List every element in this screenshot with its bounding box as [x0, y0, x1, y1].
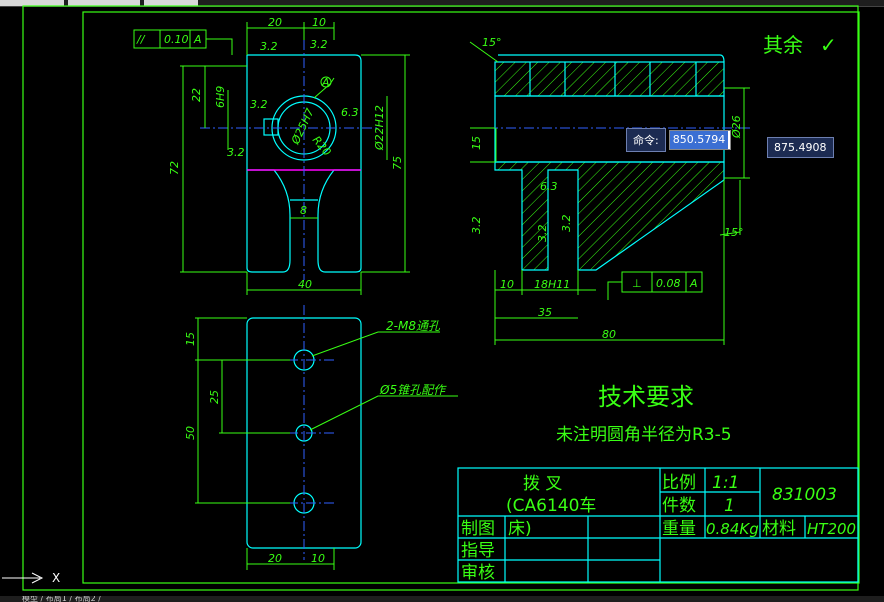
command-value: 850.5794 — [669, 131, 729, 149]
weight-value: 0.84Kg — [706, 520, 759, 538]
tech-req-title: 技术要求 — [598, 383, 694, 411]
dim-20: 20 — [268, 16, 282, 29]
note-taper-hole: Ø5锥孔配作 — [379, 383, 447, 397]
top-view-dim-text: 20 10 72 22 6H9 Ø25H7 R20 Ø22H12 75 8 40… — [136, 16, 404, 291]
dim-22h12: Ø22H12 — [373, 105, 386, 151]
top-view-centerlines — [200, 40, 380, 280]
bottom-view-dims — [195, 317, 458, 570]
surface-note: 其余 ✓ — [763, 33, 837, 57]
weight-label: 重量 — [662, 519, 696, 539]
roughness-s1: 3.2 — [470, 217, 483, 235]
section-dims — [469, 41, 750, 345]
dim-section-15: 15 — [470, 136, 483, 150]
dim-25: 25 — [208, 390, 221, 404]
bottom-view-dim-text: 15 25 50 20 10 2-M8通孔 Ø5锥孔配作 — [184, 319, 447, 565]
roughness-s3: 6.3 — [540, 180, 558, 193]
dim-angle-top: 15° — [482, 36, 502, 49]
command-prompt[interactable]: 命令: 850.5794 — [626, 128, 731, 152]
dim-75: 75 — [391, 156, 404, 170]
section-dim-text: 15° Ø26 15 3.2 3.2 6.3 3.2 15° 10 18H11 … — [470, 36, 744, 341]
bottom-view-centerlines — [270, 305, 335, 560]
material-label: 材料 — [762, 519, 796, 539]
roughness-s4: 3.2 — [560, 215, 573, 233]
qty-label: 件数 — [662, 496, 696, 516]
part-sub-2: 床) — [508, 519, 532, 539]
title-block — [457, 467, 859, 583]
drawn-label: 制图 — [461, 519, 495, 539]
coordinate-tooltip: 875.4908 — [767, 137, 834, 158]
qty-value: 1 — [724, 496, 735, 516]
scale-label: 比例 — [662, 473, 696, 493]
dim-10: 10 — [312, 16, 326, 29]
checked-label: 审核 — [461, 563, 495, 583]
dim-s-10: 10 — [500, 278, 514, 291]
dim-72: 72 — [168, 161, 181, 175]
parallel-value: 0.10 — [164, 33, 189, 46]
ucs-icon — [2, 572, 44, 584]
dim-r20: R20 — [310, 134, 334, 159]
dim-6h9: 6H9 — [214, 86, 227, 108]
dim-8: 8 — [300, 204, 307, 217]
part-sub: (CA6140车 — [506, 496, 596, 516]
perp-symbol: ⊥ — [632, 277, 642, 290]
roughness-4: 3.2 — [227, 146, 245, 159]
roughness-check-icon: ✓ — [820, 33, 837, 57]
roughness-3: 3.2 — [250, 98, 268, 111]
command-label: 命令: — [626, 128, 666, 152]
guide-label: 指导 — [461, 541, 495, 561]
title-block-text: 拨 叉 (CA6140车 床) 制图 指导 审核 比例 1:1 件数 1 重量 … — [461, 473, 856, 583]
roughness-s2: 3.2 — [536, 225, 549, 243]
toolbar-tab-2[interactable] — [68, 0, 140, 6]
dim-40: 40 — [298, 278, 312, 291]
roughness-5: 6.3 — [341, 106, 359, 119]
parallel-symbol: // — [136, 33, 146, 46]
dim-35: 35 — [538, 306, 552, 319]
dim-22: 22 — [190, 88, 203, 102]
toolbar-tab-1[interactable] — [0, 0, 64, 6]
section-view — [494, 54, 725, 271]
dim-bottom-20: 20 — [268, 552, 282, 565]
material-value: HT200 — [807, 520, 856, 538]
dim-angle-bottom: 15° — [724, 226, 744, 239]
drawing-frame — [22, 5, 860, 591]
perp-value: 0.08 — [656, 277, 681, 290]
tech-requirements: 技术要求 未注明圆角半径为R3-5 — [556, 383, 732, 445]
toolbar-tab-3[interactable] — [144, 0, 198, 6]
layout-tabs[interactable]: 模型 / 布局1 / 布局2 / — [0, 596, 884, 602]
part-name: 拨 叉 — [523, 474, 562, 494]
dim-15: 15 — [184, 332, 197, 346]
dim-80: 80 — [602, 328, 616, 341]
scale-value: 1:1 — [712, 473, 739, 493]
dim-50: 50 — [184, 426, 197, 440]
dim-26: Ø26 — [730, 115, 743, 139]
drawing-number: 831003 — [772, 485, 837, 505]
tech-req-line: 未注明圆角半径为R3-5 — [556, 425, 732, 445]
datum-a-label: A — [321, 76, 330, 89]
ucs-x-label: X — [52, 571, 60, 585]
command-input[interactable]: 850.5794 — [668, 130, 731, 150]
roughness-1: 3.2 — [260, 40, 278, 53]
top-view-dims — [133, 22, 410, 295]
surface-note-label: 其余 — [763, 33, 803, 57]
dim-18h11: 18H11 — [534, 278, 570, 291]
roughness-2: 3.2 — [310, 38, 328, 51]
perp-datum: A — [689, 277, 698, 290]
note-m8-holes: 2-M8通孔 — [386, 319, 441, 333]
dim-bottom-10: 10 — [311, 552, 325, 565]
parallel-datum: A — [193, 33, 202, 46]
